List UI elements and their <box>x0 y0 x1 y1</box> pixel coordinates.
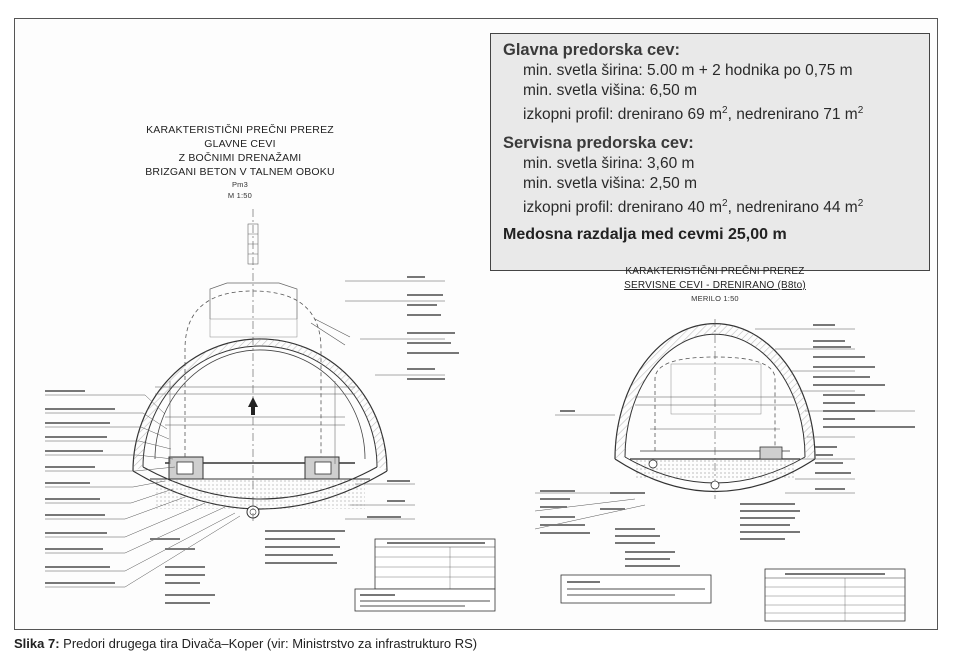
service-title-line-2: SERVISNE CEVI - DRENIRANO (B8to) <box>624 280 806 291</box>
main-profile-prefix: izkopni profil: drenirano 69 m <box>523 106 723 123</box>
main-outer-lining <box>132 338 388 472</box>
service-left-annotations <box>540 410 645 534</box>
main-tube-heading: Glavna predorska cev: <box>503 41 681 59</box>
service-bottom-notes <box>615 503 800 567</box>
main-section-title: KARAKTERISTIČNI PREČNI PREREZ GLAVNE CEV… <box>140 123 340 201</box>
main-tube-cross-section <box>45 209 915 622</box>
axis-distance: Medosna razdalja med cevmi 25,00 m <box>503 226 787 243</box>
service-left-leaders <box>534 414 646 530</box>
main-profile-mid: , nedrenirano 71 m <box>727 106 858 123</box>
caption-label: Slika 7: <box>14 636 60 651</box>
main-profile-sup-1: 2 <box>722 105 728 116</box>
service-tube-heading: Servisna predorska cev: <box>503 134 694 152</box>
main-bottom-notes <box>150 530 345 604</box>
main-title-line-4: BRIZGANI BETON V TALNEM OBOKU <box>145 166 335 178</box>
service-title-line-1: KARAKTERISTIČNI PREČNI PREREZ <box>625 266 805 277</box>
caption-text: Predori drugega tira Divača–Koper (vir: … <box>59 636 478 651</box>
main-section-scale: M 1:50 <box>227 191 253 200</box>
service-section-title: KARAKTERISTIČNI PREČNI PREREZ SERVISNE C… <box>615 265 815 304</box>
side-drainage-right <box>304 456 340 480</box>
service-profile-sup-2: 2 <box>857 198 864 209</box>
main-left-annotations <box>45 390 115 584</box>
service-tube-height: min. svetla višina: 2,50 m <box>523 175 698 192</box>
service-profile-sup-1: 2 <box>722 198 728 209</box>
main-tube-profile: izkopni profil: drenirano 69 m2, nedreni… <box>503 101 919 125</box>
main-section-type: Pm3 <box>231 180 249 189</box>
figure-caption: Slika 7: Predori drugega tira Divača–Kop… <box>14 636 477 651</box>
tunnel-specs-box: Glavna predorska cev: min. svetla širina… <box>490 33 930 271</box>
main-title-line-1: KARAKTERISTIČNI PREČNI PREREZ <box>146 124 334 136</box>
main-tube-width: min. svetla širina: 5.00 m + 2 hodnika p… <box>523 62 853 79</box>
main-left-leaders <box>45 394 241 588</box>
service-section-scale: MERILO 1:50 <box>691 294 739 303</box>
main-right-leaders <box>345 280 445 520</box>
main-title-line-2: GLAVNE CEVI <box>204 138 276 150</box>
service-profile-prefix: izkopni profil: drenirano 40 m <box>523 199 723 216</box>
service-profile-mid: , nedrenirano 44 m <box>727 199 858 216</box>
service-right-leaders <box>755 328 915 494</box>
side-drainage-left <box>168 456 204 480</box>
service-legend-table <box>764 568 906 622</box>
main-profile-sup-2: 2 <box>857 105 864 116</box>
main-note-table <box>354 588 496 612</box>
figure-frame: Glavna predorska cev: min. svetla širina… <box>14 18 938 630</box>
main-invert <box>132 466 388 510</box>
main-title-line-3: Z BOČNIMI DRENAŽAMI <box>178 152 302 164</box>
main-legend-table <box>374 538 496 590</box>
main-right-annotations <box>367 276 459 518</box>
service-note-table <box>560 574 712 604</box>
service-tube-width: min. svetla širina: 3,60 m <box>523 155 695 172</box>
main-tube-height: min. svetla višina: 6,50 m <box>523 82 698 99</box>
service-tube-profile: izkopni profil: drenirano 40 m2, nedreni… <box>503 194 919 218</box>
service-right-annotations <box>813 324 915 490</box>
